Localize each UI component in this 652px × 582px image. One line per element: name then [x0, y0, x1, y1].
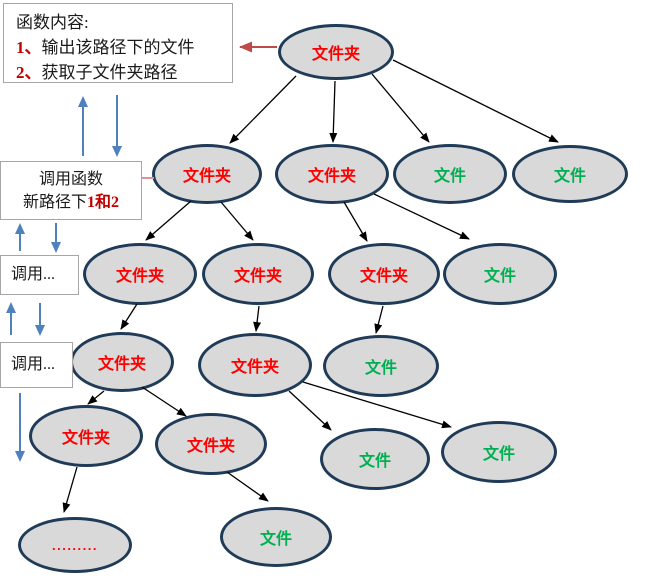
node-label: 文件夹	[186, 438, 235, 455]
node-label: 文件	[364, 360, 397, 377]
call-function-line1: 调用函数	[38, 171, 103, 188]
tree-node-ellipsis: .........	[18, 517, 132, 573]
tree-node-folder: 文件夹	[202, 243, 314, 305]
tree-node-folder: 文件夹	[328, 243, 440, 305]
tree-node-folder: 文件夹	[29, 405, 143, 467]
call-function-line2-text: 新路径下	[22, 194, 87, 211]
tree-node-folder: 文件夹	[198, 333, 312, 397]
node-label: 文件夹	[233, 268, 282, 285]
tree-node-folder: 文件夹	[83, 243, 197, 305]
function-content-box: 函数内容: 1、输出该路径下的文件 2、获取子文件夹路径	[3, 3, 233, 83]
tree-node-root-folder: 文件夹	[278, 24, 394, 80]
item2-number: 2、	[16, 63, 42, 82]
tree-node-file: 文件	[323, 335, 439, 397]
tree-node-folder: 文件夹	[70, 332, 174, 392]
node-label: 文件	[358, 453, 391, 470]
tree-node-file: 文件	[441, 421, 557, 483]
call-function-box: 调用函数 新路径下1和2	[0, 161, 142, 220]
item1-text: 输出该路径下的文件	[41, 38, 195, 57]
call-more-box-1: 调用...	[0, 255, 79, 295]
call-function-line2: 新路径下1和2	[1, 191, 141, 214]
call-more-label-2: 调用...	[11, 356, 56, 373]
node-label: 文件夹	[115, 268, 164, 285]
function-content-title: 函数内容:	[16, 13, 89, 32]
node-label: 文件夹	[182, 168, 231, 185]
call-function-line2-highlight: 1和2	[87, 194, 120, 211]
tree-node-file: 文件	[512, 145, 628, 203]
call-more-label-1: 调用...	[11, 266, 56, 283]
node-label: 文件夹	[97, 356, 146, 373]
node-label: .........	[51, 537, 98, 553]
node-label: 文件	[483, 268, 516, 285]
call-more-box-2: 调用...	[0, 342, 73, 388]
tree-node-file: 文件	[443, 243, 557, 305]
node-label: 文件夹	[61, 430, 110, 447]
node-label: 文件	[259, 531, 292, 548]
item2-text: 获取子文件夹路径	[41, 63, 178, 82]
node-label: 文件	[433, 168, 466, 185]
item1-number: 1、	[16, 38, 42, 57]
tree-node-file: 文件	[320, 428, 430, 490]
tree-node-folder: 文件夹	[155, 413, 267, 475]
tree-node-folder: 文件夹	[275, 144, 389, 204]
tree-node-file: 文件	[393, 144, 507, 204]
function-content-item2: 2、获取子文件夹路径	[16, 60, 232, 85]
function-content-item1: 1、输出该路径下的文件	[16, 35, 232, 60]
tree-node-file: 文件	[220, 507, 332, 567]
tree-node-folder: 文件夹	[152, 144, 262, 204]
node-label: 文件夹	[307, 168, 356, 185]
node-label: 文件夹	[359, 268, 408, 285]
node-label: 文件夹	[230, 359, 279, 376]
node-label: 文件	[482, 446, 515, 463]
node-label: 文件夹	[311, 46, 360, 63]
node-label: 文件	[553, 168, 586, 185]
